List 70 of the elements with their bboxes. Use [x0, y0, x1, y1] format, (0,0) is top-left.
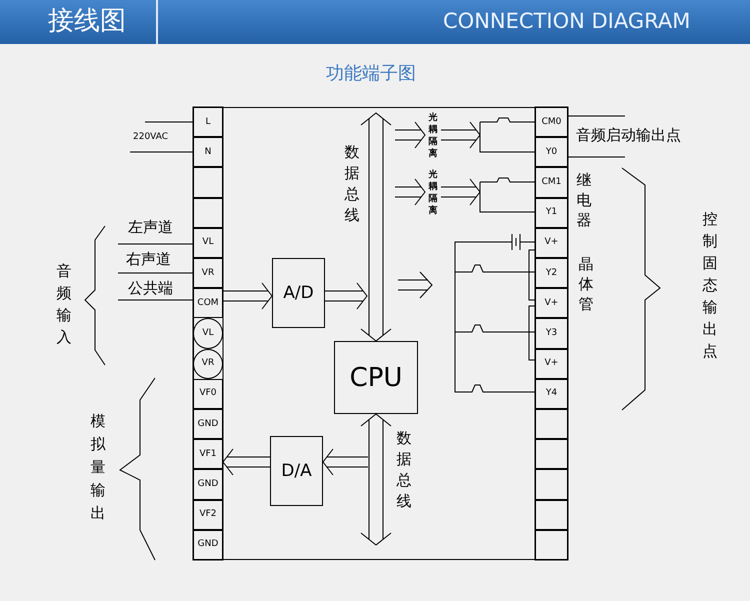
arrow [440, 178, 481, 206]
page-title: 接线图 [48, 8, 126, 34]
terminal-cell: Y2 [535, 258, 568, 288]
header-subtitle: CONNECTION DIAGRAM [443, 11, 690, 32]
wire [528, 306, 536, 360]
wire [528, 250, 536, 300]
group-label: 继电器 [576, 170, 592, 230]
terminal-cell: CM1 [535, 167, 568, 198]
terminal-cell: V+ [535, 288, 568, 318]
wire [118, 272, 194, 274]
terminal-cell [193, 198, 223, 228]
terminal-cell: VF0 [193, 378, 223, 409]
battery-symbol [505, 232, 527, 252]
terminal-cell [193, 167, 223, 198]
terminal-circle: VR [193, 348, 223, 379]
terminal-cell: Y3 [535, 318, 568, 349]
wire [454, 242, 506, 392]
terminal-cell: VF1 [193, 439, 223, 470]
group-label: 模拟量输出 [90, 411, 106, 524]
wire [568, 156, 626, 158]
arrow [222, 282, 273, 310]
switch-symbol [468, 324, 486, 334]
terminal-cell: Y0 [535, 137, 568, 168]
terminal-cell [535, 530, 568, 560]
bus-arrow [360, 413, 392, 546]
terminal-cell [535, 409, 568, 440]
terminal-cell [535, 469, 568, 500]
terminal-cell: VF2 [193, 500, 223, 530]
terminal-cell: V+ [535, 228, 568, 258]
wire-label: 左声道 [128, 220, 173, 235]
terminal-cell: COM [193, 288, 223, 318]
arrow [324, 282, 368, 310]
terminal-cell: L [193, 107, 223, 138]
switch-symbol [468, 264, 486, 274]
wire-label: 右声道 [126, 252, 171, 267]
wire-label: 公共端 [128, 281, 173, 296]
terminal-cell: VL [193, 228, 223, 258]
converter-block: A/D [272, 258, 325, 328]
arrow [394, 122, 426, 148]
output-label: 音频启动输出点 [576, 128, 681, 143]
bus-label: 数据总线 [396, 428, 412, 512]
terminal-cell: GND [193, 530, 223, 560]
isolation-label: 光耦隔离 [425, 112, 441, 162]
terminal-cell: V+ [535, 348, 568, 379]
arrow [222, 448, 270, 476]
voltage-label: 220VAC [133, 133, 168, 142]
switch-symbol [468, 384, 486, 394]
terminal-cell [535, 500, 568, 530]
terminal-cell: GND [193, 409, 223, 440]
converter-block: D/A [270, 436, 323, 506]
arrow [322, 448, 368, 476]
terminal-cell: Y1 [535, 198, 568, 228]
group-label: 控制固态输出点 [702, 209, 718, 362]
terminal-cell [535, 439, 568, 470]
terminal-circle: VL [193, 318, 223, 349]
module-box [193, 107, 568, 560]
group-label: 音频输入 [56, 261, 72, 348]
terminal-cell: GND [193, 469, 223, 500]
terminal-cell: N [193, 137, 223, 168]
group-label: 晶体管 [578, 254, 594, 314]
cpu-block: CPU [334, 341, 418, 414]
isolation-label: 光耦隔离 [425, 169, 441, 219]
terminal-cell: VR [193, 258, 223, 288]
arrow [394, 178, 426, 206]
diagram-heading: 功能端子图 [326, 65, 416, 83]
terminal-cell: CM0 [535, 107, 568, 138]
arrow [440, 122, 481, 148]
bus-arrow [360, 112, 392, 342]
bus-label: 数据总线 [344, 142, 360, 226]
terminal-cell: Y4 [535, 378, 568, 409]
